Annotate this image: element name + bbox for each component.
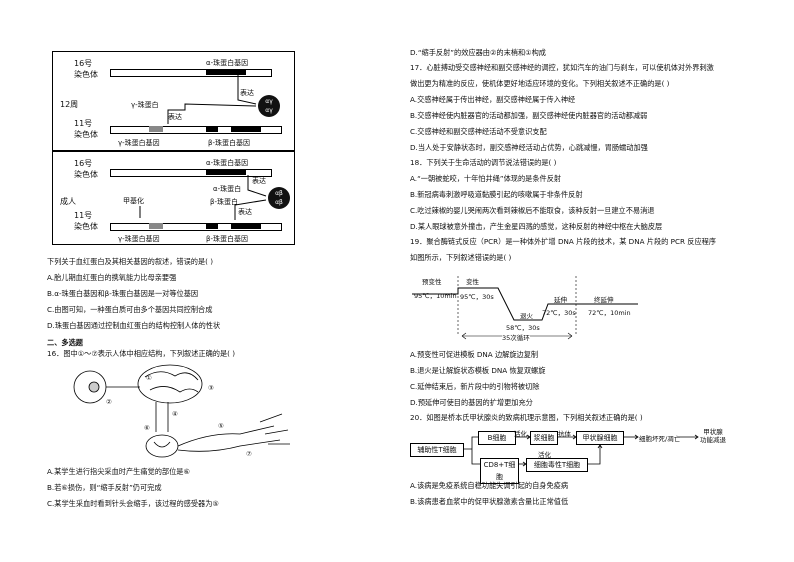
label-6: ⑥	[144, 424, 150, 432]
chr16-bar	[110, 69, 272, 77]
label-3: ③	[208, 384, 214, 392]
gamma-gene-label: γ-珠蛋白基因	[118, 139, 160, 147]
chr16-bar	[110, 169, 272, 177]
question-16: 16．图中①～⑦表示人体中相应结构，下列叙述正确的是( )	[47, 349, 236, 358]
question-intro: 下列关于血红蛋白及其相关基因的叙述，错误的是( )	[47, 257, 214, 266]
final-extend-cond: 72℃，10min	[588, 309, 631, 317]
pcr-diagram	[412, 276, 638, 340]
extend-cond: 72℃，30s	[542, 309, 576, 317]
q19-option-d: D.预延伸可使目的基因的扩增更加充分	[410, 398, 533, 407]
express-label: 表达	[238, 208, 252, 216]
section-heading: 二、多选题	[47, 338, 83, 347]
express-label: 表达	[168, 113, 182, 121]
label-4: ④	[172, 410, 178, 418]
cycles-label: 35次循环	[502, 332, 530, 342]
q18-option-d: D.某人眼球被意外撞击，产生金星四溅的感觉，这种反射的神经中枢在大脑皮层	[410, 222, 663, 231]
flow-arrows	[462, 434, 699, 467]
pre-denature-cond: 95℃，10min	[414, 292, 457, 300]
label-2: ②	[106, 398, 112, 406]
alpha-gene-label: α-珠蛋白基因	[206, 59, 249, 67]
option-b: B.α-珠蛋白基因和β-珠蛋白基因是一对等位基因	[47, 289, 199, 298]
question-20: 20．如图是桥本氏甲状腺炎的致病机理示意图，下列相关叙述正确的是( )	[410, 413, 643, 422]
plasma-cell-box: 浆细胞	[530, 431, 558, 445]
extend-label: 延伸	[554, 296, 567, 304]
question-19-line1: 19．聚合酶链式反应（PCR）是一种体外扩增 DNA 片段的技术，某 DNA 片…	[410, 237, 717, 246]
activate-label: 活化	[514, 430, 527, 438]
q19-option-a: A.预变性可促进模板 DNA 边解旋边复制	[410, 350, 539, 359]
question-17-line1: 17．心脏搏动受交感神经和副交感神经的调控，犹如汽车的油门与刹车，可以使机体对外…	[410, 63, 714, 72]
chr16-label: 16号染色体	[74, 159, 98, 179]
q17-option-d: D.当人处于安静状态时，副交感神经活动占优势，心跳减慢，胃肠蠕动加强	[410, 143, 648, 152]
alpha-gene-label: α-珠蛋白基因	[206, 159, 249, 167]
q20-option-a: A.该病是免疫系统自稳功能失调引起的自身免疫病	[410, 481, 569, 490]
option-d: D.珠蛋白基因通过控制血红蛋白的结构控制人体的性状	[47, 321, 221, 330]
gene-panel-adult	[52, 151, 295, 245]
beta-gene-label: β-珠蛋白基因	[208, 139, 250, 147]
alpha-protein-label: α-珠蛋白	[213, 185, 242, 193]
q16-option-a: A.某学生进行指尖采血时产生痛觉的部位是⑥	[47, 467, 190, 476]
result-label: 甲状腺功能减退	[700, 428, 726, 444]
thyroid-cell-box: 甲状腺细胞	[576, 431, 624, 445]
immune-flow-diagram: 辅助性T细胞 B细胞 活化 浆细胞 抗体 甲状腺细胞 细胞坏死/凋亡 甲状腺功能…	[410, 428, 750, 484]
express-label: 表达	[252, 177, 266, 185]
q18-option-c: C.吃过辣椒的婴儿哭闹两次看到辣椒后不能取食，该种反射一旦建立不易消退	[410, 206, 655, 215]
week-label: 12周	[60, 100, 79, 109]
methyl-label: 甲基化	[123, 197, 144, 205]
gene-panel-fetal	[52, 51, 295, 151]
gamma-protein-label: γ-珠蛋白	[131, 101, 159, 109]
question-19-line2: 如图所示，下列叙述错误的是( )	[410, 253, 512, 262]
pcr-figure: 预变性 95℃，10min 变性 95℃，30s 退火 58℃，30s 延伸 7…	[410, 270, 650, 346]
gamma-gene-label: γ-珠蛋白基因	[118, 235, 160, 243]
denature-label: 变性	[466, 278, 479, 286]
chr11-bar	[110, 223, 282, 231]
q19-option-c: C.延伸结束后，新片段中的引物将被切除	[410, 382, 540, 391]
cd8-t-cell-box: CD8+T细胞	[480, 458, 519, 484]
anneal-label: 退火	[520, 312, 533, 320]
reflex-diagram	[73, 364, 290, 458]
chr11-bar	[110, 126, 282, 134]
q18-option-b: B.新冠病毒刺激呼吸道黏膜引起的咳嗽属于非条件反射	[410, 190, 583, 199]
final-extend-label: 终延伸	[594, 296, 614, 304]
q16-option-d: D.“缩手反射”的效应器由②的末梢和①构成	[410, 48, 546, 57]
adult-label: 成人	[60, 197, 76, 206]
denature-cond: 95℃，30s	[460, 293, 494, 301]
anneal-cond: 58℃，30s	[506, 324, 540, 332]
b-cell-box: B细胞	[478, 431, 516, 445]
label-5: ⑤	[218, 422, 224, 430]
chr16-label: 16号染色体	[74, 59, 98, 79]
q17-option-b: B.交感神经使内脏器官的活动都加强，副交感神经使内脏器官的活动都减弱	[410, 111, 648, 120]
q17-option-a: A.交感神经属于传出神经，副交感神经属于传入神经	[410, 95, 576, 104]
chr11-label: 11号染色体	[74, 211, 98, 231]
helper-t-cell-box: 辅助性T细胞	[410, 443, 464, 457]
activate-label: 活化	[538, 451, 551, 459]
question-17-line2: 做出更为精准的反应，使机体更好地适应环境的变化。下列相关叙述不正确的是( )	[410, 79, 670, 88]
question-18: 18．下列关于生命活动的调节说法错误的是( )	[410, 158, 557, 167]
q16-option-c: C.某学生采血时看到针头会缩手，该过程的感受器为⑤	[47, 499, 219, 508]
q17-option-c: C.交感神经和副交感神经活动不受意识支配	[410, 127, 547, 136]
label-1: ①	[146, 374, 152, 382]
label-7: ⑦	[246, 450, 252, 458]
q20-option-b: B.该病患者血浆中的促甲状腺激素含量比正常值低	[410, 497, 569, 506]
cytotoxic-t-cell-box: 细胞毒性T细胞	[526, 458, 588, 472]
option-c: C.由图可知，一种蛋白质可由多个基因共同控制合成	[47, 305, 213, 314]
q18-option-a: A.“一朝被蛇咬，十年怕井绳”体现的是条件反射	[410, 174, 562, 183]
gene-arrows	[139, 75, 267, 220]
beta-protein-label: β-珠蛋白	[210, 198, 238, 206]
reflex-figure: ① ② ③ ④ ⑤ ⑥ ⑦	[60, 362, 300, 462]
express-label: 表达	[240, 89, 254, 97]
antibody-label: 抗体	[558, 430, 571, 438]
beta-gene-label: β-珠蛋白基因	[206, 235, 248, 243]
chr11-label: 11号染色体	[74, 119, 98, 139]
q19-option-b: B.退火是让解旋状态模板 DNA 恢复双螺旋	[410, 366, 546, 375]
q16-option-b: B.若⑥损伤，则“缩手反射”仍可完成	[47, 483, 162, 492]
option-a: A.胎儿期血红蛋白的携氧能力比母亲要强	[47, 273, 177, 282]
damage-label: 细胞坏死/凋亡	[639, 435, 681, 443]
pre-denature-label: 预变性	[422, 278, 442, 286]
